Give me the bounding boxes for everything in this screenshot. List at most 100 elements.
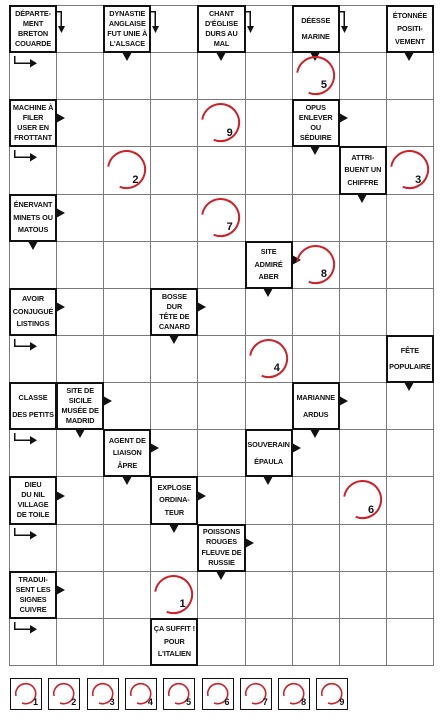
grid-cell[interactable]: [56, 193, 105, 242]
circle-marker-icon: [295, 244, 335, 284]
grid-cell[interactable]: [9, 335, 58, 384]
arrow-icon: [150, 443, 160, 454]
grid-cell[interactable]: [244, 570, 293, 619]
clue-text: CONJUGUÉ: [12, 306, 54, 316]
grid-cell[interactable]: [338, 429, 387, 478]
grid-cell[interactable]: [291, 523, 340, 572]
grid-cell[interactable]: [291, 476, 340, 525]
grid-cell[interactable]: [244, 617, 293, 666]
grid-cell[interactable]: [385, 523, 434, 572]
grid-cell[interactable]: [197, 335, 246, 384]
grid-cell[interactable]: [385, 429, 434, 478]
grid-cell[interactable]: [385, 617, 434, 666]
clue-text: ÇA SUFFIT !: [153, 624, 195, 634]
answer-box-number: 2: [71, 697, 77, 707]
grid-cell[interactable]: [291, 193, 340, 242]
clue-text: VEMENT: [395, 36, 425, 46]
clue-text: DÉPARTE-: [15, 8, 52, 18]
grid-cell[interactable]: [385, 99, 434, 148]
grid-cell[interactable]: [150, 146, 199, 195]
grid-cell[interactable]: [150, 99, 199, 148]
answer-box[interactable]: 7: [239, 678, 272, 710]
grid-cell[interactable]: [385, 240, 434, 289]
arrow-icon: [263, 287, 274, 297]
grid-cell[interactable]: [385, 570, 434, 619]
grid-cell[interactable]: [56, 240, 105, 289]
circle-marker-icon: [53, 682, 75, 705]
grid-cell[interactable]: [338, 335, 387, 384]
grid-cell[interactable]: [338, 617, 387, 666]
grid-cell[interactable]: [338, 523, 387, 572]
grid-cell[interactable]: [9, 146, 58, 195]
clue-text: FÊTE: [400, 345, 420, 355]
grid-cell[interactable]: [197, 429, 246, 478]
grid-cell[interactable]: [103, 523, 152, 572]
clue-text: CHIFFRE: [347, 177, 379, 187]
grid-cell[interactable]: [103, 240, 152, 289]
grid-cell[interactable]: [56, 52, 105, 101]
grid-cell[interactable]: [103, 287, 152, 336]
clue-text: ÉTONNÉE: [392, 11, 428, 21]
grid-cell[interactable]: [338, 99, 387, 148]
clue-text: COUARDE: [14, 39, 52, 49]
grid-cell[interactable]: [338, 52, 387, 101]
grid-cell[interactable]: [338, 287, 387, 336]
grid-cell[interactable]: [56, 523, 105, 572]
arrow-icon: [121, 52, 132, 62]
grid-cell[interactable]: [244, 382, 293, 431]
clue-text: POUR: [164, 636, 185, 646]
grid-cell[interactable]: [56, 99, 105, 148]
answer-box[interactable]: 1: [10, 678, 42, 710]
answer-box[interactable]: 4: [124, 678, 157, 710]
answer-box[interactable]: 6: [201, 678, 234, 710]
grid-cell[interactable]: [291, 335, 340, 384]
clue-text: SIGNES: [19, 594, 47, 604]
grid-cell[interactable]: [244, 335, 293, 384]
grid-cell[interactable]: [150, 193, 199, 242]
clue-text: DURS AU: [205, 28, 238, 38]
grid-cell[interactable]: [56, 335, 105, 384]
answer-box[interactable]: 8: [278, 678, 311, 710]
grid-cell[interactable]: [103, 335, 152, 384]
grid-cell[interactable]: [197, 146, 246, 195]
grid-cell[interactable]: [338, 570, 387, 619]
arrow-icon: [14, 433, 37, 445]
clue-text: FUT UNIE À: [107, 28, 148, 38]
answer-box[interactable]: 5: [163, 678, 196, 710]
grid-cell[interactable]: [385, 193, 434, 242]
grid-cell[interactable]: [338, 240, 387, 289]
grid-cell[interactable]: [338, 382, 387, 431]
grid-cell[interactable]: [291, 617, 340, 666]
grid-cell[interactable]: [103, 193, 152, 242]
circle-number: 4: [273, 362, 280, 375]
grid-cell[interactable]: [385, 287, 434, 336]
grid-cell[interactable]: [244, 99, 293, 148]
answer-box[interactable]: 2: [48, 678, 81, 710]
grid-cell[interactable]: [150, 52, 199, 101]
grid-cell[interactable]: [197, 617, 246, 666]
grid-cell[interactable]: [385, 476, 434, 525]
arrow-icon: [14, 56, 37, 68]
arrow-icon: [216, 570, 226, 580]
grid-cell[interactable]: [103, 617, 152, 666]
grid-cell[interactable]: [244, 146, 293, 195]
answer-box[interactable]: 9: [316, 678, 349, 710]
grid-cell[interactable]: [103, 99, 152, 148]
grid-cell[interactable]: [291, 570, 340, 619]
grid-cell[interactable]: [291, 287, 340, 336]
grid-cell[interactable]: [150, 382, 199, 431]
grid-cell[interactable]: [244, 52, 293, 101]
grid-cell[interactable]: [244, 193, 293, 242]
clue-text: MAL: [213, 39, 230, 49]
grid-cell[interactable]: [9, 617, 58, 666]
grid-cell[interactable]: [150, 240, 199, 289]
answer-box[interactable]: 3: [86, 678, 119, 710]
grid-cell[interactable]: [103, 570, 152, 619]
grid-cell[interactable]: [197, 240, 246, 289]
grid-cell[interactable]: [56, 617, 105, 666]
grid-cell[interactable]: [197, 382, 246, 431]
grid-cell[interactable]: [56, 146, 105, 195]
